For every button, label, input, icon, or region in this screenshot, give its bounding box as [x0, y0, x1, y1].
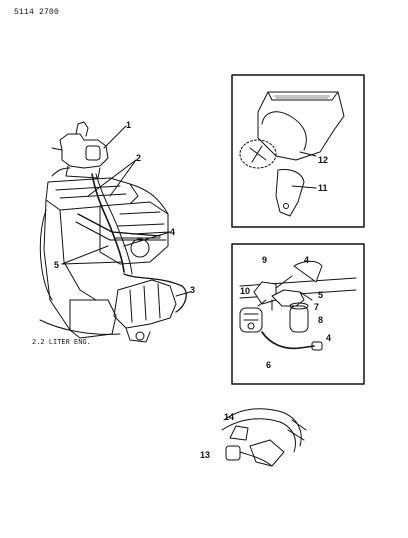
callout-2: 2	[136, 153, 141, 163]
callout-10: 10	[240, 286, 250, 296]
callout-9: 9	[262, 255, 267, 265]
callout-4: 4	[170, 227, 175, 237]
callout-12: 12	[318, 155, 328, 165]
callout-4-lower: 4	[326, 333, 331, 343]
callout-11: 11	[318, 183, 328, 193]
callout-3: 3	[190, 285, 195, 295]
callout-1: 1	[126, 120, 131, 130]
part-number: 5114 2700	[14, 8, 60, 17]
middle-detail-callouts: 9 4 10 5 7 8 4 6	[240, 255, 331, 370]
detail-box-top	[231, 74, 365, 228]
callout-14: 14	[224, 412, 234, 422]
engine-label: 2.2 LITER ENG.	[32, 339, 91, 347]
callout-7: 7	[314, 302, 319, 312]
connector-detail-illustration	[221, 408, 307, 467]
callout-5-middle: 5	[318, 290, 323, 300]
callout-6: 6	[266, 360, 271, 370]
callout-5: 5	[54, 260, 59, 270]
callout-4-middle: 4	[304, 255, 309, 265]
bracket-illustration	[275, 169, 317, 217]
sensor-assembly-illustration	[239, 260, 357, 351]
callout-8: 8	[318, 315, 323, 325]
ignition-module-illustration	[239, 91, 345, 169]
detail-box-middle	[231, 243, 365, 385]
engine-illustration	[39, 121, 187, 343]
engine-callouts: 1 2 3 4 5	[54, 120, 195, 295]
top-detail-callouts: 12 11	[318, 155, 328, 193]
bottom-detail-callouts: 14 13	[200, 412, 234, 460]
callout-13: 13	[200, 450, 210, 460]
